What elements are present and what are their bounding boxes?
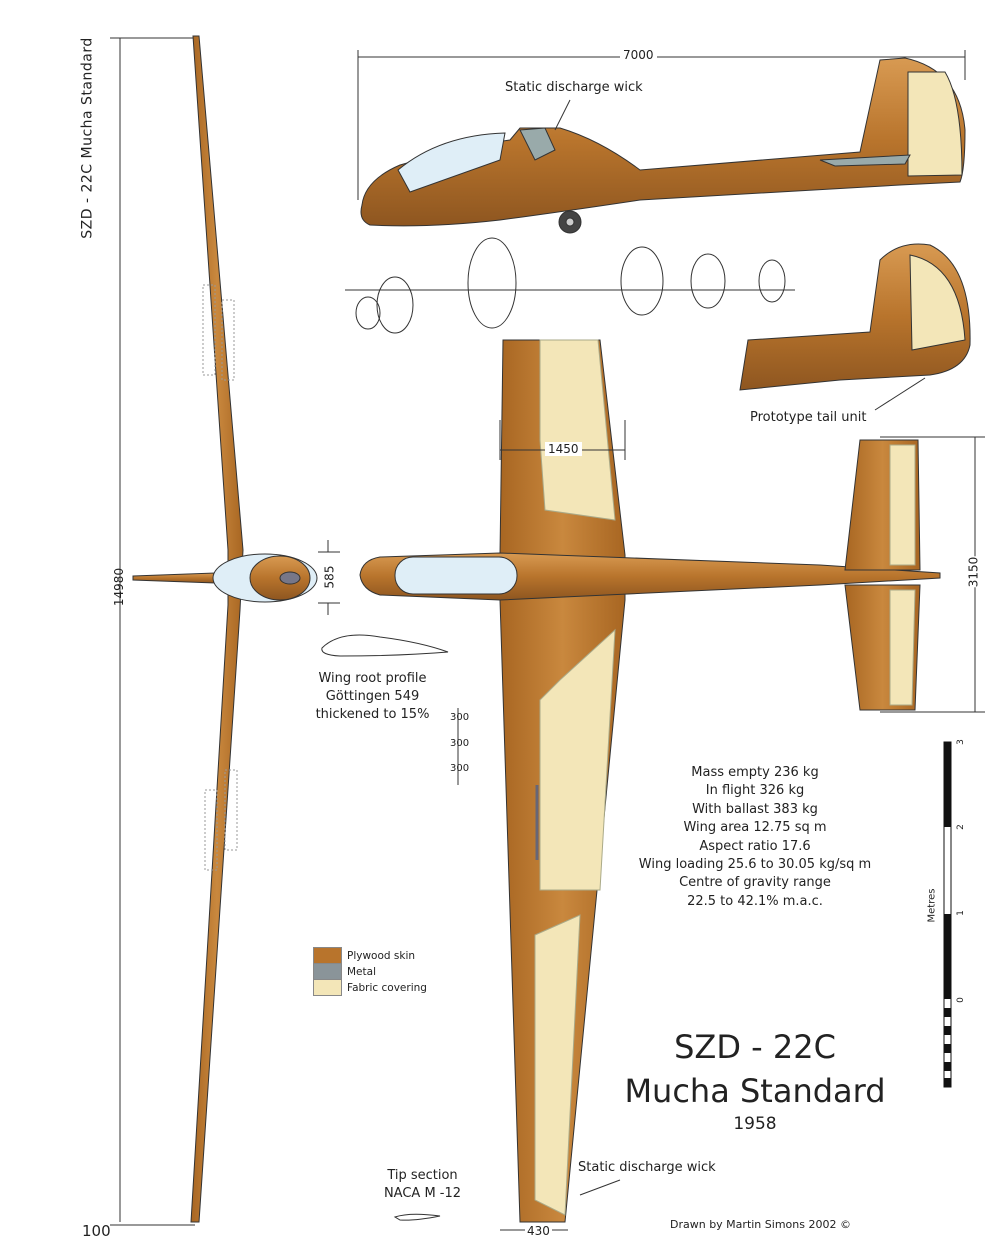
legend-swatch — [313, 979, 342, 996]
rib-spacing: 300 — [450, 738, 470, 749]
title-model: SZD - 22C — [674, 1028, 836, 1066]
credit: Drawn by Martin Simons 2002 © — [670, 1218, 851, 1231]
specifications: Mass empty 236 kg In flight 326 kg With … — [620, 764, 890, 911]
scale-bar — [943, 741, 952, 1088]
spec-line: Wing loading 25.6 to 30.05 kg/sq m — [638, 857, 872, 873]
scale-tick: 1 — [955, 910, 966, 916]
top-view-canopy — [394, 556, 518, 595]
front-view-wing — [190, 35, 244, 1223]
tip-section-profile — [393, 1213, 441, 1221]
length-dimension: 7000 — [620, 48, 657, 62]
legend-label: Fabric covering — [347, 981, 427, 994]
root-profile-line: Göttingen 549 — [325, 689, 420, 704]
spec-line: Mass empty 236 kg — [691, 765, 819, 780]
legend-item-plywood: Plywood skin — [313, 947, 415, 964]
length-dimension-line — [357, 50, 966, 200]
root-profile-line: thickened to 15% — [315, 707, 430, 722]
tip-section-label: Tip section NACA M -12 — [370, 1167, 475, 1203]
static-wick-label-top: Static discharge wick — [505, 80, 643, 95]
scale-tick: 3 — [955, 739, 966, 745]
height-dimension: 585 — [322, 565, 337, 589]
cross-sections — [345, 237, 795, 334]
prototype-tail-label: Prototype tail unit — [750, 410, 867, 425]
legend-swatch — [313, 963, 342, 980]
static-wick-label-bottom: Static discharge wick — [578, 1160, 716, 1175]
spec-line: Aspect ratio 17.6 — [699, 838, 811, 854]
span-dimension: 14980 — [112, 567, 127, 607]
legend-item-fabric: Fabric covering — [313, 979, 427, 996]
tip-section-line: Tip section — [387, 1168, 458, 1183]
legend-swatch — [313, 947, 342, 964]
tip-section-line: NACA M -12 — [383, 1186, 462, 1201]
title-name: Mucha Standard — [624, 1072, 886, 1110]
spec-line: Centre of gravity range — [679, 875, 831, 891]
side-view-canopy — [397, 132, 506, 193]
scale-tick: 2 — [955, 824, 966, 830]
title-year: 1958 — [733, 1114, 777, 1134]
scale-unit: Metres — [926, 888, 938, 923]
tip-chord-dimension: 430 — [525, 1224, 552, 1238]
scale-tick: 0 — [955, 997, 966, 1003]
legend-label: Plywood skin — [347, 949, 416, 962]
span-dimension-line — [110, 37, 195, 1226]
legend-item-metal: Metal — [313, 963, 376, 980]
legend-label: Metal — [347, 965, 376, 978]
tail-span-dimension: 3150 — [966, 556, 981, 588]
rib-spacing: 300 — [450, 712, 470, 723]
root-chord-dimension: 1450 — [545, 442, 582, 456]
spec-line: In flight 326 kg — [705, 783, 805, 799]
spec-line: With ballast 383 kg — [692, 801, 818, 817]
spec-line: Wing area 12.75 sq m — [683, 820, 827, 836]
front-view-stabiliser — [132, 572, 216, 584]
vertical-title: SZD - 22C Mucha Standard — [79, 37, 96, 239]
wing-root-profile — [321, 634, 449, 657]
spec-line: 22.5 to 42.1% m.a.c. — [687, 893, 823, 909]
root-profile-line: Wing root profile — [318, 671, 427, 686]
bottom-left-number: 100 — [82, 1222, 111, 1240]
rib-spacing: 300 — [450, 763, 470, 774]
root-profile-label: Wing root profile Göttingen 549 thickene… — [305, 670, 440, 724]
